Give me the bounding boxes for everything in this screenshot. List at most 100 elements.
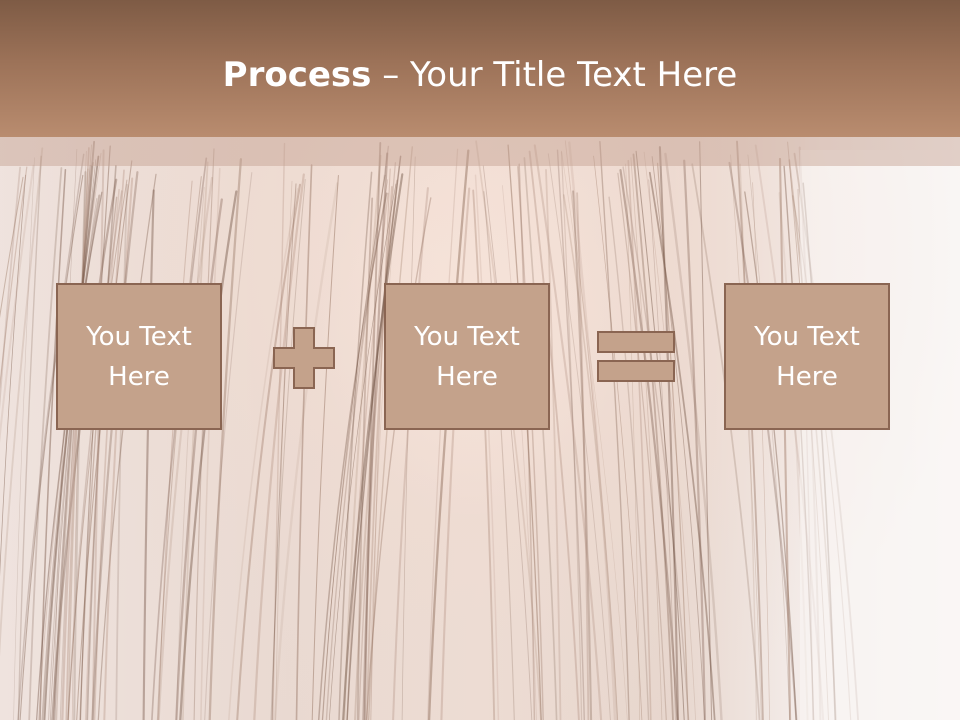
hair-strand [346, 192, 389, 720]
hair-strand [0, 166, 21, 409]
hair-strand [325, 145, 390, 720]
hair-strand [699, 141, 713, 720]
hair-strand [564, 140, 619, 720]
hair-strand [317, 192, 388, 720]
hair-strand [0, 176, 24, 319]
equals-icon [597, 331, 677, 383]
hair-strand [547, 153, 611, 720]
hair-strand [270, 179, 306, 720]
hair-strand [648, 179, 676, 720]
hair-strand [635, 150, 685, 720]
hair-strand [156, 176, 202, 720]
hair-strand [683, 159, 707, 720]
hair-strand [115, 183, 128, 720]
hair-strand [73, 171, 87, 720]
hair-strand [343, 154, 382, 720]
hair-strand [17, 155, 42, 720]
hair-strand [35, 191, 103, 720]
hair-strand [338, 171, 373, 720]
hair-strand [275, 180, 293, 720]
hair-strand [273, 182, 339, 720]
hair-strand [236, 183, 302, 720]
slide-title: Process – Your Title Text Here [0, 52, 960, 98]
hair-strand [501, 185, 537, 720]
hair-strand [599, 141, 630, 720]
hair-strand [93, 169, 125, 720]
hair-strand [322, 174, 386, 720]
hair-strand [744, 191, 797, 720]
hair-strand [627, 159, 652, 720]
hair-strand [176, 186, 205, 720]
hair-strand [617, 172, 667, 720]
hair-strand [752, 182, 770, 720]
hair-strand [0, 166, 28, 389]
hair-strand [545, 168, 562, 720]
hair-strand [362, 152, 389, 720]
hair-strand [204, 172, 253, 720]
title-separator: – [371, 55, 411, 95]
hair-strand [271, 183, 297, 720]
hair-strand [632, 153, 674, 720]
hair-strand [365, 197, 432, 720]
hair-strand [51, 178, 118, 720]
hair-strand [328, 183, 397, 720]
hair-strand [664, 152, 723, 720]
hair-strand [630, 157, 663, 720]
hair-strand [730, 154, 762, 720]
hair-strand [295, 164, 313, 720]
hair-strand [778, 157, 792, 720]
hair-strand [593, 155, 643, 720]
hair-strand [572, 190, 593, 720]
hair-strand [91, 171, 139, 720]
hair-strand [658, 146, 680, 720]
hair-strand [643, 151, 696, 720]
process-box-2[interactable]: You Text Here [384, 283, 550, 430]
hair-strand [657, 162, 689, 720]
hair-strand [533, 144, 603, 720]
hair-strand [354, 179, 399, 720]
hair-strand [648, 171, 716, 720]
process-box-1[interactable]: You Text Here [56, 283, 222, 430]
hair-strand [321, 179, 389, 720]
hair-strand [651, 156, 706, 720]
hair-strand [563, 194, 618, 720]
hair-strand [97, 173, 157, 720]
plus-icon [273, 327, 335, 389]
process-box-2-text: You Text Here [414, 321, 520, 392]
hair-strand [392, 187, 429, 720]
hair-strand [13, 157, 35, 720]
process-box-3[interactable]: You Text Here [724, 283, 890, 430]
hair-strand [103, 177, 134, 720]
hair-strand [208, 158, 243, 720]
hair-strand [39, 169, 67, 720]
hair-strand [67, 179, 128, 720]
hair-strand [0, 174, 26, 577]
hair-strand [576, 192, 590, 720]
hair-strand [157, 176, 214, 720]
hair-strand [0, 147, 44, 657]
hair-strand [619, 169, 679, 720]
hair-strand [84, 188, 120, 720]
hair-strand [622, 166, 690, 720]
hair-strand [17, 153, 85, 720]
hair-strand [253, 173, 305, 720]
process-box-1-text: You Text Here [86, 321, 192, 392]
hair-strand [67, 190, 123, 720]
hair-strand [142, 189, 155, 720]
hair-strand [365, 186, 393, 720]
title-bold: Process [222, 55, 372, 95]
title-divider-strip [0, 137, 960, 166]
hair-strand [342, 173, 404, 720]
hair-strand [311, 174, 339, 720]
hair-strand [370, 168, 391, 720]
process-box-3-text: You Text Here [754, 321, 860, 392]
hair-strand [47, 198, 98, 720]
hair-strand [179, 190, 238, 720]
hair-strand [79, 196, 118, 720]
hair-strand [556, 149, 585, 720]
hair-strand [561, 150, 628, 720]
hair-strand [358, 162, 397, 720]
hair-strand [0, 164, 35, 444]
hair-strand [560, 151, 583, 720]
